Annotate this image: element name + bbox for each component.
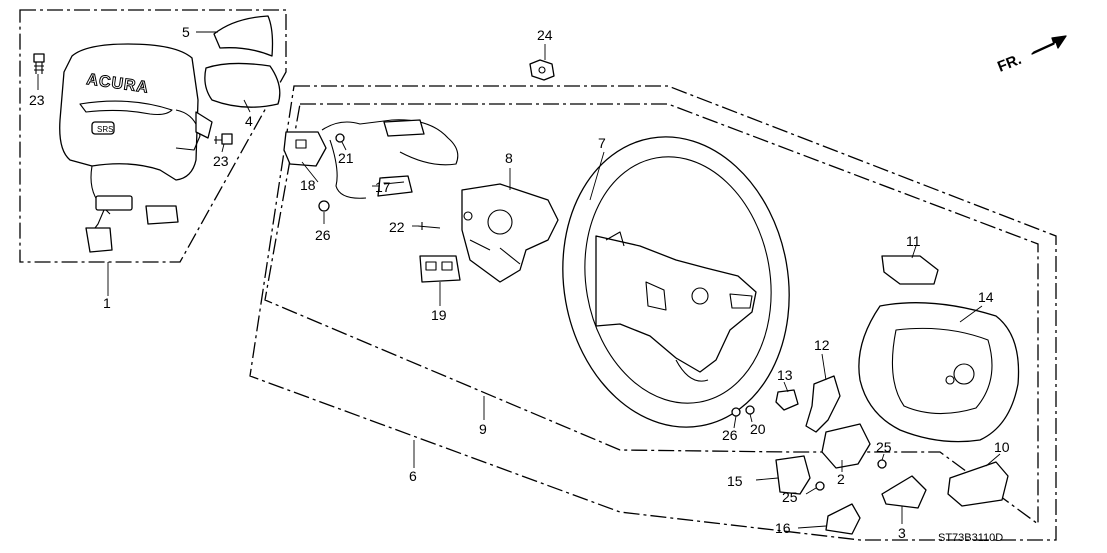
switch-harness-wire [321, 119, 459, 199]
callout-4: 4 [245, 113, 253, 129]
bolt-23-left [33, 53, 45, 74]
diagram-reference-code: ST73B3110D [938, 532, 1003, 544]
cover-3 [881, 475, 927, 509]
nut-24 [529, 59, 555, 81]
callout-21: 21 [338, 150, 354, 166]
callout-23-left: 23 [29, 92, 45, 108]
steering-wheel-7 [562, 136, 790, 428]
airbag-module: ACURA SRS [59, 43, 213, 253]
screw-26-right [731, 407, 741, 417]
callout-22: 22 [389, 219, 405, 235]
group-box-assembly-outer [249, 85, 1057, 541]
callout-14: 14 [978, 289, 994, 305]
screw-21 [335, 133, 345, 143]
cover-15 [775, 455, 811, 495]
callout-13: 13 [777, 367, 793, 383]
switch-bracket-8 [461, 183, 559, 283]
callout-7: 7 [598, 135, 606, 151]
bolt-23-right [214, 133, 233, 145]
group-box-airbag [19, 9, 287, 263]
callout-19: 19 [431, 307, 447, 323]
screw-20 [745, 405, 755, 415]
group-box-assembly-inner [264, 103, 1039, 526]
callout-25-lower: 25 [782, 489, 798, 505]
callout-11: 11 [906, 233, 921, 249]
cover-16 [825, 503, 861, 535]
callout-24: 24 [537, 27, 553, 43]
cover-plate-5 [213, 15, 274, 57]
callout-26-left: 26 [315, 227, 331, 243]
switch-13 [775, 389, 799, 411]
callout-16: 16 [775, 520, 791, 536]
cruise-switch-18 [283, 131, 327, 167]
audio-switch-17 [377, 175, 413, 197]
callout-8: 8 [505, 150, 513, 166]
leader-lines [37, 31, 1001, 529]
screw-26-left [318, 200, 330, 212]
screw-22 [417, 222, 441, 230]
callout-25-upper: 25 [876, 439, 892, 455]
srs-badge: SRS [97, 125, 113, 134]
cover-plate-4 [204, 62, 281, 108]
callout-12: 12 [814, 337, 830, 353]
screw-25-lower [815, 481, 825, 491]
callout-15: 15 [727, 473, 743, 489]
callout-17: 17 [375, 179, 391, 195]
callout-9: 9 [479, 421, 487, 437]
callout-labels: 1 2 3 4 5 6 7 8 9 10 11 12 13 14 15 16 1… [29, 24, 1010, 541]
switch-2 [821, 423, 871, 469]
callout-2: 2 [837, 471, 845, 487]
switch-12 [805, 375, 841, 433]
front-direction-arrow: FR. [995, 35, 1067, 76]
lower-cover-14 [858, 302, 1020, 443]
callout-23-right: 23 [213, 153, 229, 169]
switch-11 [881, 255, 939, 285]
callout-20: 20 [750, 421, 766, 437]
callout-26-right: 26 [722, 427, 738, 443]
callout-1: 1 [103, 295, 111, 311]
front-direction-label: FR. [995, 51, 1024, 76]
screw-25-upper [877, 459, 887, 469]
callout-18: 18 [300, 177, 316, 193]
callout-3: 3 [898, 525, 906, 541]
bracket-10 [947, 461, 1009, 507]
callout-10: 10 [994, 439, 1010, 455]
callout-6: 6 [409, 468, 417, 484]
callout-5: 5 [182, 24, 190, 40]
switch-19 [419, 255, 461, 283]
